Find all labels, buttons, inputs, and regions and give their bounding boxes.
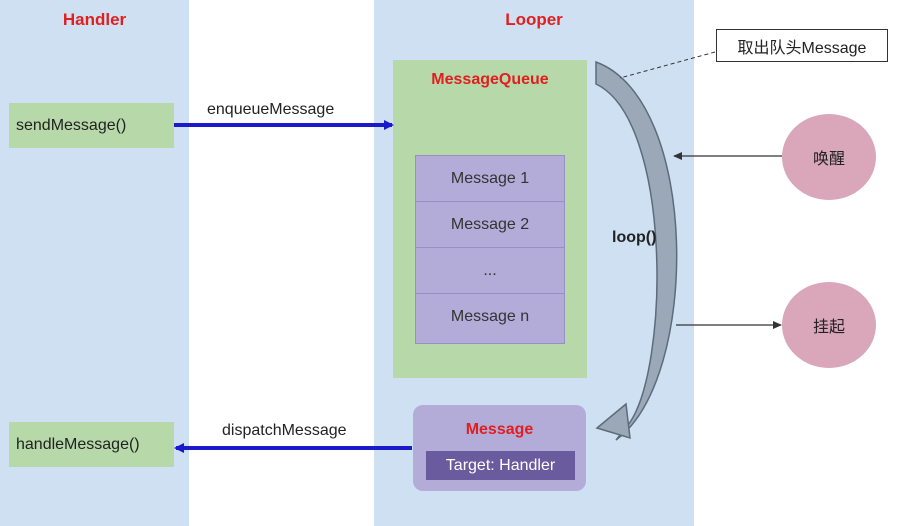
list-item: Message n	[450, 308, 530, 325]
dispatch-label: dispatchMessage	[222, 422, 347, 439]
loop-curve-arrow	[595, 60, 678, 441]
message-card-title: Message	[465, 421, 534, 438]
enqueue-label: enqueueMessage	[207, 101, 335, 118]
loop-arrow-head	[595, 402, 631, 440]
message-target: Target: Handler	[426, 451, 575, 480]
send-message-box: sendMessage()	[9, 103, 174, 148]
handler-title: Handler	[62, 10, 127, 29]
list-item: Message 1	[416, 156, 564, 202]
handle-message-box: handleMessage()	[9, 422, 174, 467]
message-queue-title: MessageQueue	[431, 71, 549, 88]
suspend-circle: 挂起	[782, 282, 876, 368]
callout-line	[619, 51, 716, 79]
list-item: ...	[416, 248, 564, 294]
looper-title: Looper	[505, 10, 563, 29]
callout-box: 取出队头Message	[716, 29, 888, 62]
loop-label: loop()	[612, 229, 657, 246]
message-list: Message 1 Message 2 ... Message n	[415, 155, 565, 344]
wake-circle: 唤醒	[782, 114, 876, 200]
list-item: Message 2	[416, 202, 564, 248]
